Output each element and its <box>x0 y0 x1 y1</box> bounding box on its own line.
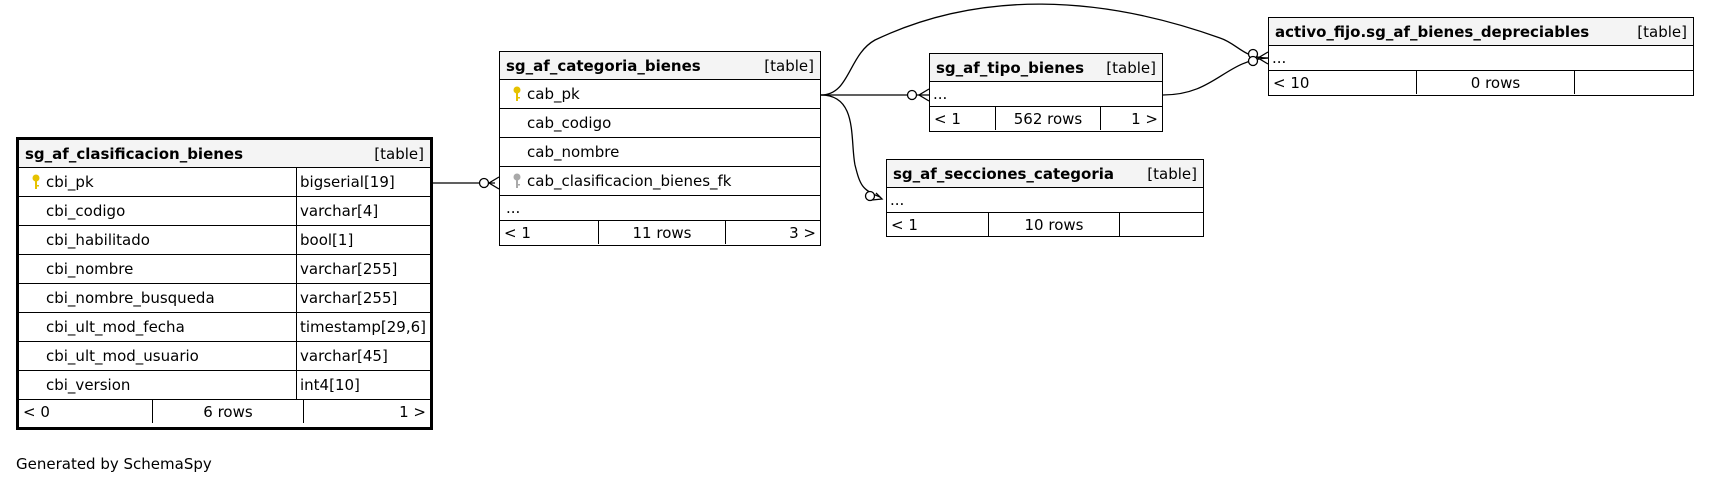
column-row[interactable]: cbi_ult_mod_usuario varchar[45] <box>19 342 430 371</box>
table-header: sg_af_clasificacion_bienes [table] <box>19 140 430 168</box>
row-count: 0 rows <box>1416 71 1575 94</box>
gray-key-icon <box>506 173 527 189</box>
column-name: cbi_nombre_busqueda <box>46 289 215 307</box>
column-type: int4[10] <box>296 371 430 399</box>
column-name: cbi_pk <box>46 173 94 191</box>
table-kind: [table] <box>764 56 814 75</box>
edge-categoria-depreciables <box>820 3 1269 96</box>
edge-categoria-secciones <box>820 94 881 198</box>
column-name: cbi_codigo <box>46 202 126 220</box>
table-kind: [table] <box>374 144 424 163</box>
optional-marker-secciones <box>864 190 876 202</box>
gold-key-icon <box>506 86 527 102</box>
column-type: varchar[255] <box>296 284 430 312</box>
parents-link[interactable]: < 1 <box>891 215 918 234</box>
column-row[interactable]: cab_nombre <box>500 138 820 167</box>
column-type: varchar[4] <box>296 197 430 225</box>
children-link[interactable]: 1 > <box>1131 109 1158 128</box>
table-name[interactable]: sg_af_clasificacion_bienes <box>25 144 244 163</box>
column-name: cbi_version <box>46 376 131 394</box>
children-link[interactable]: 1 > <box>399 402 426 421</box>
column-row[interactable]: cbi_ult_mod_fecha timestamp[29,6] <box>19 313 430 342</box>
table-header: sg_af_categoria_bienes [table] <box>500 52 820 80</box>
ellipsis: ... <box>506 199 521 217</box>
table-footer: < 1 562 rows 1 > <box>930 107 1162 130</box>
column-row[interactable]: cbi_nombre_busqueda varchar[255] <box>19 284 430 313</box>
column-name: cbi_nombre <box>46 260 134 278</box>
parents-link[interactable]: < 1 <box>934 109 961 128</box>
row-count: 562 rows <box>995 107 1101 130</box>
column-name: cbi_habilitado <box>46 231 150 249</box>
parents-link[interactable]: < 0 <box>23 402 50 421</box>
row-count: 11 rows <box>598 221 726 244</box>
table-name[interactable]: sg_af_categoria_bienes <box>506 56 701 75</box>
children-link[interactable]: 3 > <box>789 223 816 242</box>
column-type: varchar[255] <box>296 255 430 283</box>
ellipsis: ... <box>1272 49 1287 67</box>
column-type: timestamp[29,6] <box>296 313 430 341</box>
row-count: 10 rows <box>988 213 1120 236</box>
column-type: bool[1] <box>296 226 430 254</box>
more-columns-row[interactable]: ... <box>887 188 1203 213</box>
column-row[interactable]: cbi_version int4[10] <box>19 371 430 400</box>
column-name: cab_codigo <box>527 114 612 132</box>
parents-link[interactable]: < 10 <box>1273 73 1310 92</box>
column-row[interactable]: cbi_nombre varchar[255] <box>19 255 430 284</box>
table-kind: [table] <box>1106 58 1156 77</box>
column-name: cbi_ult_mod_usuario <box>46 347 199 365</box>
table-header: sg_af_secciones_categoria [table] <box>887 160 1203 188</box>
column-row[interactable]: cbi_codigo varchar[4] <box>19 197 430 226</box>
table-header: sg_af_tipo_bienes [table] <box>930 54 1162 82</box>
optional-marker-depreciables-2 <box>1247 55 1259 67</box>
table-sg-af-categoria-bienes[interactable]: sg_af_categoria_bienes [table] cab_pk ca… <box>499 51 821 246</box>
table-footer: < 1 10 rows <box>887 213 1203 236</box>
table-kind: [table] <box>1147 164 1197 183</box>
ellipsis: ... <box>933 85 948 103</box>
column-type: bigserial[19] <box>296 168 430 196</box>
ellipsis: ... <box>890 191 905 209</box>
more-columns-row[interactable]: ... <box>930 82 1162 107</box>
table-header: activo_fijo.sg_af_bienes_depreciables [t… <box>1269 18 1693 46</box>
more-columns-row[interactable]: ... <box>500 196 820 221</box>
column-name: cab_nombre <box>527 143 620 161</box>
generator-note: Generated by SchemaSpy <box>16 455 212 473</box>
column-row[interactable]: cbi_habilitado bool[1] <box>19 226 430 255</box>
table-activo-fijo-sg-af-bienes-depreciables[interactable]: activo_fijo.sg_af_bienes_depreciables [t… <box>1268 17 1694 96</box>
table-sg-af-secciones-categoria[interactable]: sg_af_secciones_categoria [table] ... < … <box>886 159 1204 237</box>
crowfoot-depreciables <box>1256 51 1269 65</box>
table-sg-af-tipo-bienes[interactable]: sg_af_tipo_bienes [table] ... < 1 562 ro… <box>929 53 1163 132</box>
table-sg-af-clasificacion-bienes[interactable]: sg_af_clasificacion_bienes [table] cbi_p… <box>16 137 433 430</box>
column-type: varchar[45] <box>296 342 430 370</box>
column-row[interactable]: cbi_pk bigserial[19] <box>19 168 430 197</box>
gold-key-icon <box>25 174 46 190</box>
optional-marker-categoria <box>478 177 490 189</box>
column-row[interactable]: cab_codigo <box>500 109 820 138</box>
column-name: cab_pk <box>527 85 580 103</box>
optional-marker-tipo <box>906 89 918 101</box>
table-name[interactable]: sg_af_secciones_categoria <box>893 164 1114 183</box>
crowfoot-secciones <box>871 192 884 201</box>
column-name: cab_clasificacion_bienes_fk <box>527 172 732 190</box>
parents-link[interactable]: < 1 <box>504 223 531 242</box>
table-name[interactable]: activo_fijo.sg_af_bienes_depreciables <box>1275 22 1590 41</box>
crowfoot-tipo <box>917 88 930 102</box>
row-count: 6 rows <box>152 400 304 423</box>
table-footer: < 10 0 rows <box>1269 71 1693 94</box>
children-link[interactable] <box>1120 213 1203 236</box>
column-name: cbi_ult_mod_fecha <box>46 318 185 336</box>
table-kind: [table] <box>1637 22 1687 41</box>
column-row[interactable]: cab_pk <box>500 80 820 109</box>
table-footer: < 1 11 rows 3 > <box>500 221 820 244</box>
more-columns-row[interactable]: ... <box>1269 46 1693 71</box>
table-footer: < 0 6 rows 1 > <box>19 400 430 423</box>
children-link[interactable] <box>1575 71 1693 94</box>
table-name[interactable]: sg_af_tipo_bienes <box>936 58 1085 77</box>
column-row[interactable]: cab_clasificacion_bienes_fk <box>500 167 820 196</box>
